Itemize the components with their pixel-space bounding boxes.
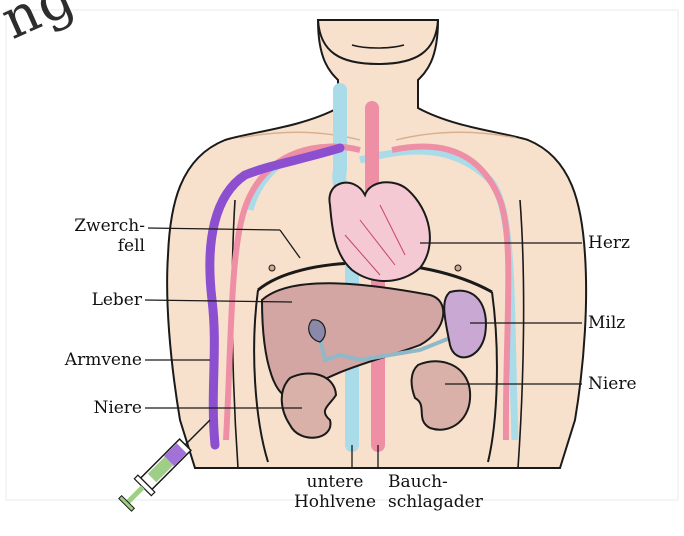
nipple-left [269,265,275,271]
label-niere-left: Niere [60,398,142,418]
label-hohlvene-line1: untere [275,472,395,492]
label-milz: Milz [588,313,625,333]
label-zwerchfell-line2: fell [60,236,145,256]
nipple-right [455,265,461,271]
label-aorta: Bauch- schlagader [388,472,483,512]
label-herz: Herz [588,233,630,253]
label-niere-right: Niere [588,374,637,394]
label-hohlvene: untere Hohlvene [275,472,395,512]
label-zwerchfell-line1: Zwerch- [60,216,145,236]
spleen [444,291,486,358]
label-armvene: Armvene [40,350,142,370]
label-leber: Leber [60,290,142,310]
label-aorta-line2: schlagader [388,492,483,512]
label-zwerchfell: Zwerch- fell [60,216,145,256]
label-aorta-line1: Bauch- [388,472,483,492]
label-hohlvene-line2: Hohlvene [275,492,395,512]
